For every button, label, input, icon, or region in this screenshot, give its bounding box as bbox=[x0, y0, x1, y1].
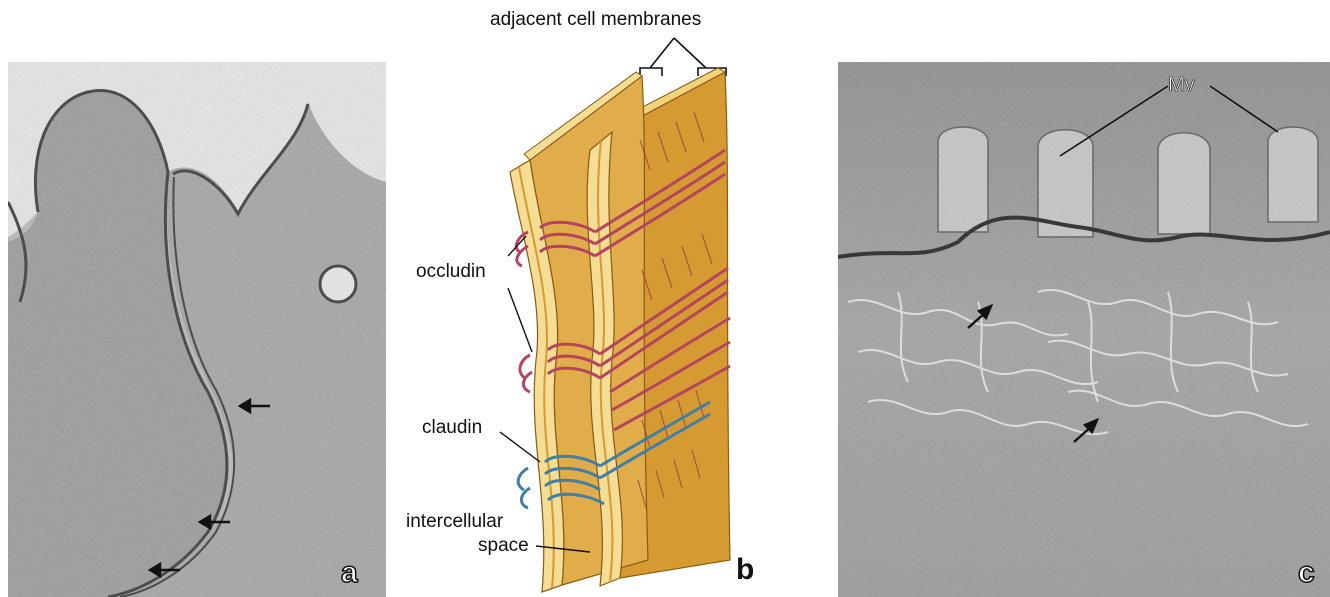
panel-b-letter: b bbox=[736, 555, 754, 585]
panel-b-schematic: adjacent cell membranes occludin claudin… bbox=[380, 0, 800, 597]
freeze-fracture-image bbox=[838, 62, 1330, 597]
label-claudin: claudin bbox=[422, 418, 482, 439]
label-space: space bbox=[478, 536, 529, 557]
panel-a-micrograph: a bbox=[8, 62, 386, 597]
panel-a-letter: a bbox=[341, 558, 358, 588]
panel-c-micrograph: Mv c bbox=[838, 62, 1330, 597]
label-adjacent-cell-membranes: adjacent cell membranes bbox=[490, 10, 701, 31]
label-intercellular: intercellular bbox=[406, 512, 503, 533]
tem-micrograph-image bbox=[8, 62, 386, 597]
label-mv: Mv bbox=[1168, 74, 1195, 96]
membrane-schematic bbox=[380, 0, 800, 597]
panel-c-letter: c bbox=[1298, 558, 1315, 588]
label-occludin: occludin bbox=[416, 262, 486, 283]
